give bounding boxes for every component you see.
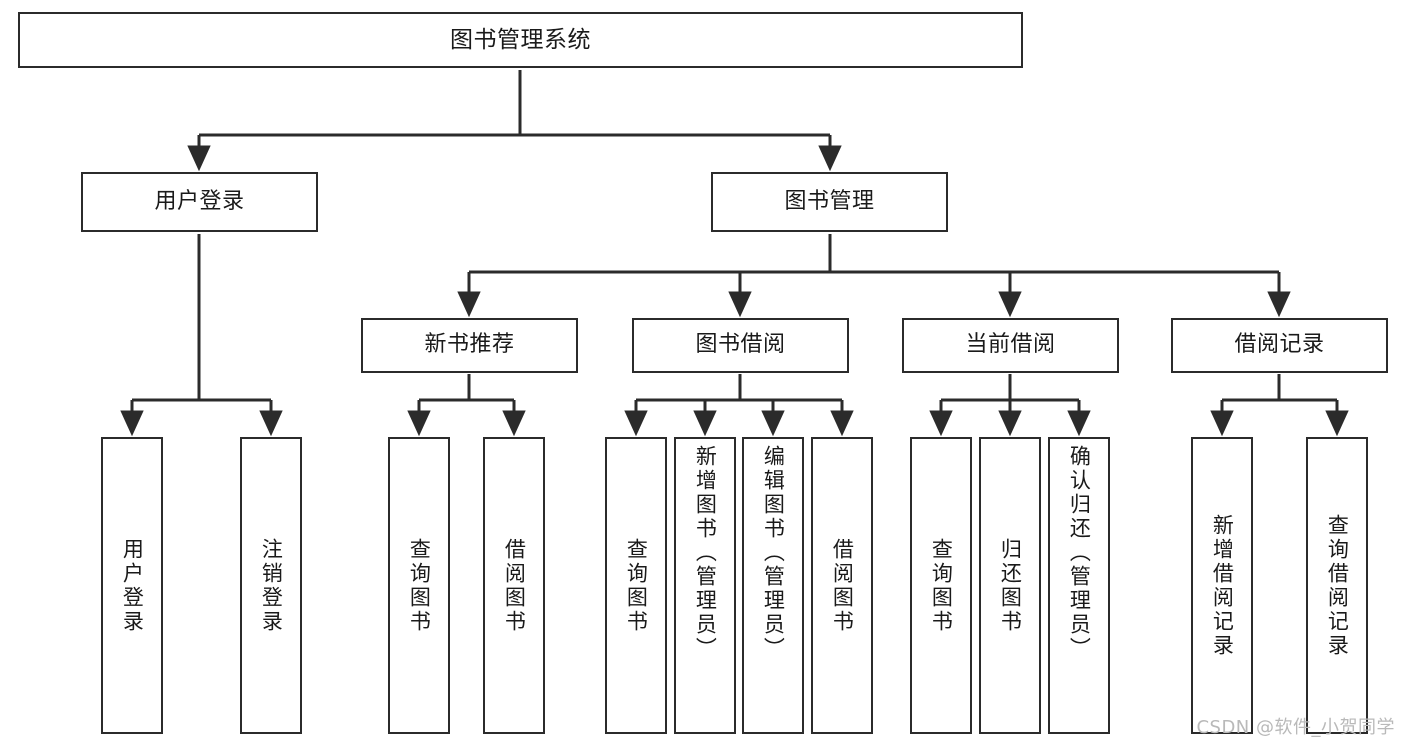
node-book-borrow[interactable]: 图书借阅 [632, 318, 849, 373]
leaf-borrow-books-recommend[interactable]: 借阅图书 [483, 437, 545, 734]
leaf-edit-book-admin-label: 编辑图书（管理员） [761, 445, 786, 661]
leaf-borrow-books-label: 借阅图书 [830, 537, 855, 634]
node-root-label: 图书管理系统 [450, 26, 591, 53]
node-book-management-label: 图书管理 [784, 188, 875, 214]
node-root[interactable]: 图书管理系统 [18, 12, 1023, 68]
leaf-return-books[interactable]: 归还图书 [979, 437, 1041, 734]
leaf-confirm-return-admin-label: 确认归还（管理员） [1067, 445, 1092, 661]
node-new-book-recommendation-label: 新书推荐 [424, 332, 515, 358]
node-book-borrow-label: 图书借阅 [695, 332, 786, 358]
leaf-edit-book-admin[interactable]: 编辑图书（管理员） [742, 437, 804, 734]
leaf-add-book-admin-label: 新增图书（管理员） [693, 445, 718, 661]
leaf-confirm-return-admin[interactable]: 确认归还（管理员） [1048, 437, 1110, 734]
leaf-borrow-books[interactable]: 借阅图书 [811, 437, 873, 734]
leaf-add-borrow-record[interactable]: 新增借阅记录 [1191, 437, 1253, 734]
leaf-add-borrow-record-label: 新增借阅记录 [1210, 513, 1235, 658]
leaf-user-login[interactable]: 用户登录 [101, 437, 163, 734]
node-new-book-recommendation[interactable]: 新书推荐 [361, 318, 578, 373]
leaf-query-books-current[interactable]: 查询图书 [910, 437, 972, 734]
leaf-query-books-borrow[interactable]: 查询图书 [605, 437, 667, 734]
leaf-logout-label: 注销登录 [259, 537, 284, 634]
node-borrow-record[interactable]: 借阅记录 [1171, 318, 1388, 373]
csdn-watermark: CSDN @软件_小贺同学 [1196, 717, 1395, 738]
leaf-return-books-label: 归还图书 [998, 537, 1023, 634]
leaf-query-books-recommend[interactable]: 查询图书 [388, 437, 450, 734]
leaf-add-book-admin[interactable]: 新增图书（管理员） [674, 437, 736, 734]
leaf-query-books-recommend-label: 查询图书 [407, 537, 432, 634]
leaf-query-borrow-record-label: 查询借阅记录 [1325, 513, 1350, 658]
node-user-login-label: 用户登录 [154, 188, 245, 214]
leaf-logout[interactable]: 注销登录 [240, 437, 302, 734]
leaf-query-books-current-label: 查询图书 [929, 537, 954, 634]
node-current-borrow-label: 当前借阅 [965, 332, 1056, 358]
leaf-user-login-label: 用户登录 [120, 537, 145, 634]
leaf-query-books-borrow-label: 查询图书 [624, 537, 649, 634]
leaf-borrow-books-recommend-label: 借阅图书 [502, 537, 527, 634]
node-borrow-record-label: 借阅记录 [1234, 332, 1325, 358]
node-current-borrow[interactable]: 当前借阅 [902, 318, 1119, 373]
node-user-login[interactable]: 用户登录 [81, 172, 318, 232]
leaf-query-borrow-record[interactable]: 查询借阅记录 [1306, 437, 1368, 734]
node-book-management[interactable]: 图书管理 [711, 172, 948, 232]
